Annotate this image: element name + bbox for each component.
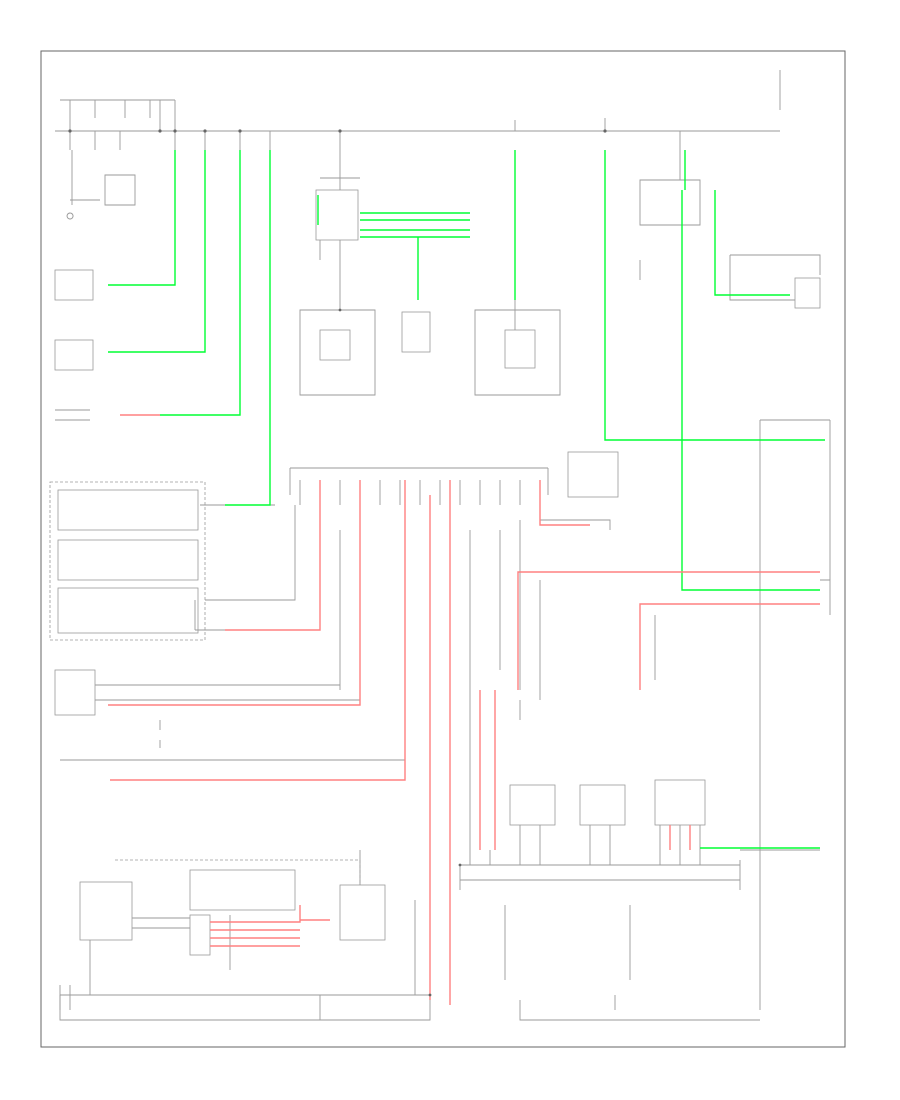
green-wiring[interactable] [108, 150, 825, 849]
grey-wiring [49, 70, 831, 1021]
junction-dots [68, 129, 607, 997]
diagram-frame [40, 50, 846, 1048]
red-wiring[interactable] [108, 414, 820, 1005]
